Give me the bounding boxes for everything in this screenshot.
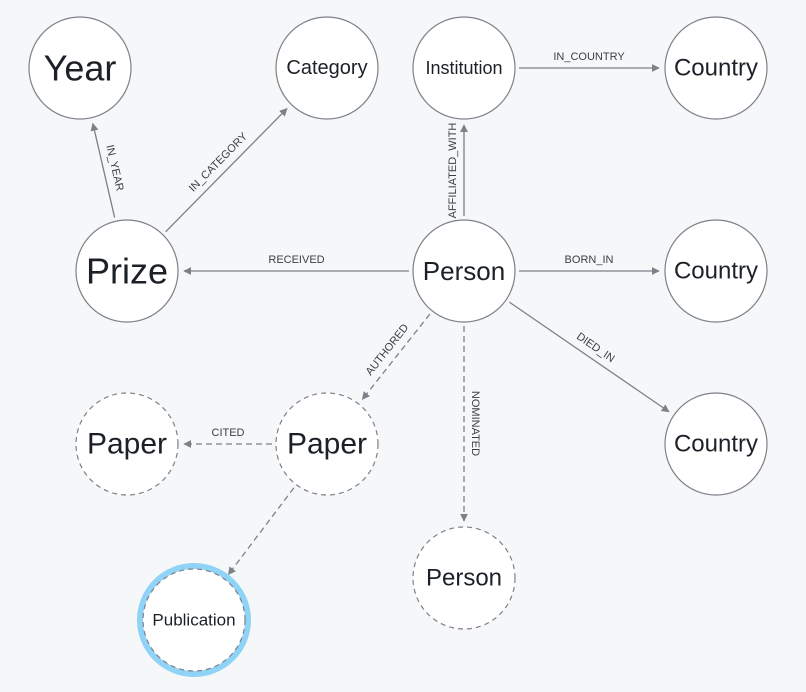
- node-country-mid[interactable]: Country: [664, 219, 768, 323]
- node-circle[interactable]: [412, 526, 516, 630]
- edge-label: DIED_IN: [574, 331, 617, 365]
- node-person[interactable]: Person: [412, 219, 516, 323]
- edge-label: CITED: [212, 427, 245, 439]
- edge-in-category[interactable]: IN_CATEGORY: [165, 108, 288, 233]
- edge-died-in[interactable]: DIED_IN: [508, 301, 670, 413]
- node-institution[interactable]: Institution: [412, 16, 516, 120]
- edge-authored[interactable]: AUTHORED: [361, 313, 431, 400]
- node-circle[interactable]: [275, 392, 379, 496]
- node-circle[interactable]: [412, 16, 516, 120]
- edge-line[interactable]: [165, 108, 288, 233]
- edge-line[interactable]: [361, 313, 431, 400]
- edge-in-country[interactable]: IN_COUNTRY: [519, 51, 660, 72]
- node-category[interactable]: Category: [275, 16, 379, 120]
- edge-label: NOMINATED: [469, 391, 481, 456]
- node-label: Person: [426, 565, 502, 592]
- node-label: Paper: [87, 428, 167, 461]
- node-label: Publication: [152, 611, 235, 630]
- edge-cited[interactable]: CITED: [183, 427, 272, 448]
- node-circle[interactable]: [28, 16, 132, 120]
- node-circle[interactable]: [664, 392, 768, 496]
- edge-line[interactable]: [227, 487, 295, 576]
- edge-published-in[interactable]: [227, 487, 295, 576]
- node-person-nominee[interactable]: Person: [412, 526, 516, 630]
- node-circle[interactable]: [142, 568, 246, 672]
- node-label: Country: [674, 431, 758, 458]
- node-label: Year: [44, 48, 117, 89]
- node-country-low[interactable]: Country: [664, 392, 768, 496]
- node-label: Institution: [425, 58, 502, 78]
- node-circle[interactable]: [664, 16, 768, 120]
- edges-layer: IN_YEAR IN_CATEGORY IN_COUNTRY AFFILIATED_W…: [90, 51, 670, 576]
- edge-line[interactable]: [90, 122, 116, 218]
- node-circle[interactable]: [275, 16, 379, 120]
- node-year[interactable]: Year: [28, 16, 132, 120]
- edge-label: AFFILIATED_WITH: [447, 123, 459, 219]
- edge-label: BORN_IN: [565, 254, 614, 266]
- node-circle[interactable]: [664, 219, 768, 323]
- edge-affiliated-with[interactable]: AFFILIATED_WITH: [447, 123, 468, 219]
- edge-in-year[interactable]: IN_YEAR: [90, 122, 126, 218]
- edge-received[interactable]: RECEIVED: [183, 254, 409, 275]
- node-paper-left[interactable]: Paper: [75, 392, 179, 496]
- node-label: Country: [674, 55, 758, 82]
- edge-label: IN_COUNTRY: [553, 51, 625, 63]
- node-circle[interactable]: [75, 392, 179, 496]
- node-label: Category: [286, 57, 367, 79]
- node-circle[interactable]: [412, 219, 516, 323]
- edge-label: AUTHORED: [364, 322, 412, 378]
- node-country-top[interactable]: Country: [664, 16, 768, 120]
- edge-nominated[interactable]: NOMINATED: [460, 326, 481, 522]
- edge-label: IN_CATEGORY: [187, 130, 251, 194]
- edge-line[interactable]: [508, 301, 670, 413]
- edge-label: RECEIVED: [268, 254, 324, 266]
- node-label: Person: [423, 256, 505, 286]
- node-circle[interactable]: [75, 219, 179, 323]
- node-label: Country: [674, 258, 758, 285]
- node-publication[interactable]: Publication: [137, 563, 251, 677]
- node-label: Paper: [287, 428, 367, 461]
- edge-born-in[interactable]: BORN_IN: [519, 254, 660, 275]
- node-label: Prize: [86, 251, 168, 292]
- selection-ring: [137, 563, 251, 677]
- node-paper[interactable]: Paper: [275, 392, 379, 496]
- node-prize[interactable]: Prize: [75, 219, 179, 323]
